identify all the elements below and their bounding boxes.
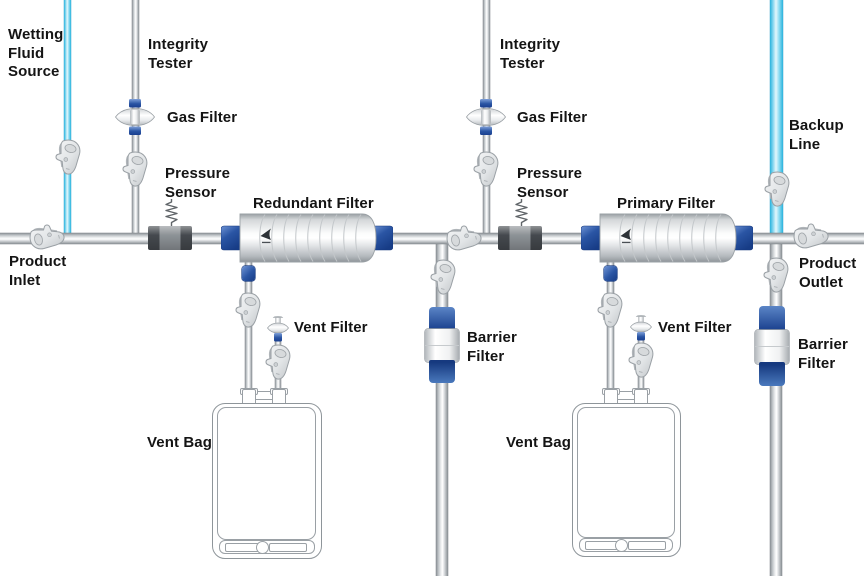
clamp-main-line-center bbox=[446, 224, 482, 252]
barrier-filter-outlet-band bbox=[429, 360, 455, 383]
pressure-sensor-right-body bbox=[498, 226, 542, 250]
clamp-vent-filter-right bbox=[627, 342, 655, 378]
barrier-filter-inlet-band bbox=[429, 307, 455, 331]
label-redundant-filter: Redundant Filter bbox=[253, 195, 374, 212]
label-pressure-sensor-right: Pressure Sensor bbox=[517, 165, 583, 201]
label-barrier-filter-right: Barrier Filter bbox=[798, 336, 848, 372]
clamp-integrity-left bbox=[121, 151, 149, 187]
clamp-barrier-drop-center bbox=[429, 259, 457, 295]
bag-slot bbox=[628, 541, 666, 550]
main-process-line bbox=[0, 233, 864, 244]
label-gas-filter-right: Gas Filter bbox=[517, 109, 588, 126]
label-vent-bag-left: Vent Bag bbox=[147, 434, 212, 451]
barrier-filter-outlet-band bbox=[759, 362, 785, 386]
clamp-backup-line bbox=[763, 171, 791, 207]
pressure-sensor-left-body bbox=[148, 226, 192, 250]
bag-slot bbox=[225, 543, 259, 552]
label-product-outlet: Product Outlet bbox=[799, 255, 857, 291]
gas-filter-left-device bbox=[115, 99, 155, 135]
vent-line-right bbox=[607, 258, 614, 404]
gas-filter-right-device bbox=[466, 99, 506, 135]
bag-slot-hole bbox=[615, 539, 628, 552]
label-gas-filter-left: Gas Filter bbox=[167, 109, 238, 126]
label-vent-filter-right: Vent Filter bbox=[658, 319, 732, 336]
housing-seam bbox=[425, 345, 459, 346]
clamp-wetting-line bbox=[54, 139, 82, 175]
label-vent-bag-right: Vent Bag bbox=[506, 434, 571, 451]
pressure-sensor-spring-left bbox=[163, 199, 180, 228]
clamp-vent-filter-left bbox=[264, 344, 292, 380]
clamp-product-outlet bbox=[793, 222, 829, 250]
label-barrier-filter-center: Barrier Filter bbox=[467, 329, 517, 365]
barrier-filter-housing bbox=[425, 329, 459, 362]
barrier-filter-inlet-band bbox=[759, 306, 785, 332]
vent-line-left bbox=[245, 258, 252, 404]
label-integrity-tester-right: Integrity Tester bbox=[500, 36, 561, 72]
clamp-barrier-drop-right bbox=[762, 257, 790, 293]
vent-connector-left bbox=[242, 266, 255, 281]
barrier-filter-housing bbox=[755, 330, 789, 364]
bag-slot bbox=[585, 541, 618, 550]
pressure-sensor-spring-right bbox=[513, 199, 530, 228]
vent-bag-left-panel bbox=[217, 407, 316, 540]
label-product-inlet: Product Inlet bbox=[9, 253, 67, 289]
vent-connector-right bbox=[604, 266, 617, 281]
label-pressure-sensor-left: Pressure Sensor bbox=[165, 165, 231, 201]
bag-slot bbox=[269, 543, 307, 552]
wetting-fluid-line bbox=[64, 0, 71, 240]
barrier-filter-center bbox=[425, 307, 459, 383]
vent-filter-right-device bbox=[630, 315, 652, 341]
vent-filter-left-device bbox=[267, 316, 289, 342]
label-backup-line: Backup Line bbox=[789, 117, 844, 153]
housing-seam bbox=[755, 346, 789, 347]
label-primary-filter: Primary Filter bbox=[617, 195, 716, 212]
clamp-vent-line-right bbox=[596, 292, 624, 328]
vent-bag-right-panel bbox=[577, 407, 675, 538]
barrier-filter-right bbox=[755, 306, 789, 386]
clamp-vent-line-left bbox=[234, 292, 262, 328]
label-wetting-fluid-source: Wetting Fluid Source bbox=[8, 26, 64, 80]
redundant-filter-capsule bbox=[221, 213, 393, 263]
clamp-product-inlet bbox=[29, 223, 65, 251]
primary-filter-capsule bbox=[581, 213, 753, 263]
clamp-integrity-right bbox=[472, 151, 500, 187]
label-vent-filter-left: Vent Filter bbox=[294, 319, 368, 336]
label-integrity-tester-left: Integrity Tester bbox=[148, 36, 209, 72]
bag-slot-hole bbox=[256, 541, 269, 554]
